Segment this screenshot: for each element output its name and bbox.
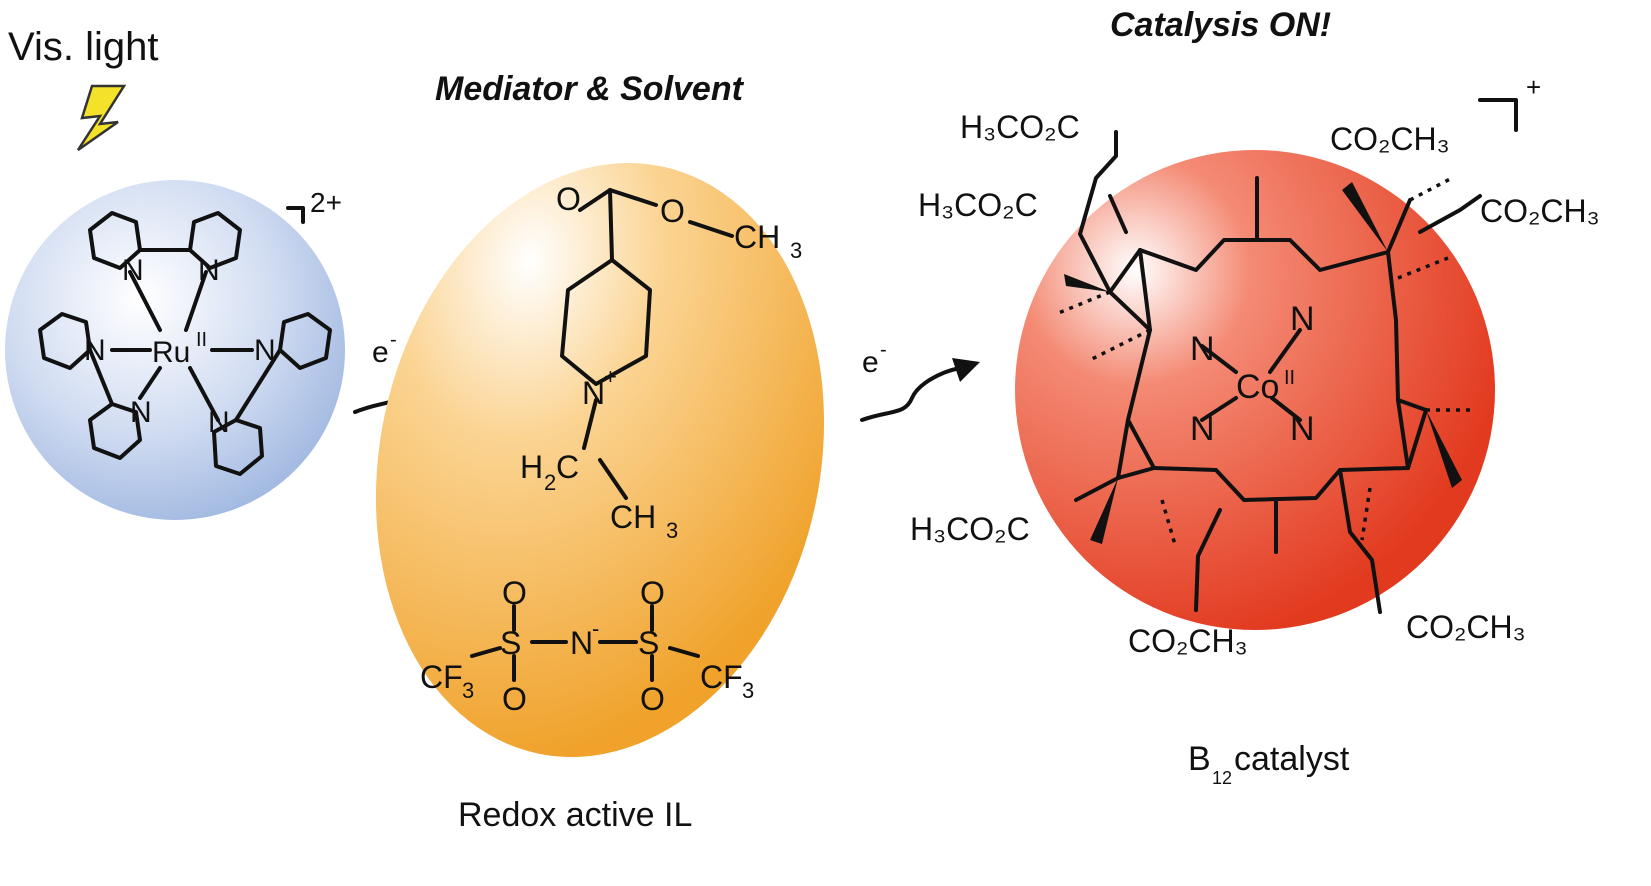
- svg-text:N: N: [130, 396, 152, 429]
- svg-text:3: 3: [742, 678, 754, 703]
- svg-text:H₃CO₂C: H₃CO₂C: [960, 109, 1080, 145]
- svg-text:O: O: [640, 681, 665, 717]
- svg-text:CH: CH: [734, 219, 780, 255]
- svg-text:O: O: [660, 193, 685, 229]
- ionic-liquid-caption: Redox active IL: [458, 796, 692, 834]
- svg-text:N: N: [122, 254, 144, 287]
- svg-text:+: +: [604, 364, 617, 389]
- ru-atom: Ru: [152, 336, 190, 369]
- catalysis-title: Catalysis ON!: [1110, 6, 1331, 44]
- svg-text:O: O: [640, 575, 665, 611]
- svg-text:O: O: [502, 575, 527, 611]
- svg-text:N: N: [1290, 300, 1315, 338]
- svg-text:CF: CF: [420, 659, 463, 695]
- vis-light-label: Vis. light: [8, 25, 158, 69]
- svg-text:N: N: [1190, 330, 1215, 368]
- svg-text:CO₂CH₃: CO₂CH₃: [1480, 193, 1600, 229]
- corrin-stereo-hashes: [1055, 176, 1474, 549]
- svg-text:N: N: [1290, 410, 1315, 448]
- svg-text:O: O: [556, 181, 581, 217]
- svg-text:H: H: [520, 449, 543, 485]
- svg-text:B: B: [1188, 740, 1211, 778]
- co-atom: Co: [1236, 368, 1279, 406]
- svg-text:N: N: [254, 334, 276, 367]
- b12-caption: B 12 catalyst: [1188, 740, 1350, 788]
- corrin-wedges: [1064, 182, 1462, 544]
- corrin-skeleton: [1074, 130, 1482, 614]
- electron-label-2: e: [862, 346, 879, 379]
- b12-sphere: [1015, 150, 1495, 630]
- svg-text:S: S: [500, 625, 521, 661]
- b12-charge-bracket: [1478, 98, 1518, 132]
- electron-transfer-arrow-2: [860, 366, 962, 422]
- charge-bracket: [286, 206, 305, 224]
- svg-text:S: S: [638, 625, 659, 661]
- svg-text:catalyst: catalyst: [1234, 740, 1350, 778]
- electron-charge-1: -: [390, 329, 397, 351]
- ntf2-anion: [470, 604, 700, 682]
- svg-text:N: N: [198, 254, 220, 287]
- svg-text:CF: CF: [700, 659, 743, 695]
- svg-text:3: 3: [790, 238, 802, 263]
- svg-text:N: N: [208, 406, 230, 439]
- svg-text:N: N: [582, 375, 605, 411]
- mediator-title: Mediator & Solvent: [435, 70, 745, 108]
- pyridinium-cation: [560, 188, 734, 500]
- arrow-head-2: [952, 358, 980, 382]
- ru-bipyridine-ligands: [38, 211, 332, 476]
- svg-text:H₃CO₂C: H₃CO₂C: [918, 187, 1038, 223]
- corrin-atom-labels: N N N N Co II: [1190, 300, 1315, 448]
- svg-text:CO₂CH₃: CO₂CH₃: [1330, 121, 1450, 157]
- lightning-bolt-icon: [76, 84, 127, 152]
- ru-charge: 2+: [310, 187, 342, 218]
- ru-atom-labels: N N N N N N Ru II: [84, 254, 276, 439]
- ru-oxidation-state: II: [196, 329, 207, 351]
- svg-text:N: N: [1190, 410, 1215, 448]
- ester-groups: H₃CO₂C H₃CO₂C H₃CO₂C CO₂CH₃ CO₂CH₃ CO₂CH…: [910, 109, 1600, 659]
- svg-text:O: O: [502, 681, 527, 717]
- co-oxidation-state: II: [1284, 367, 1295, 389]
- svg-text:CH: CH: [610, 499, 656, 535]
- anion-atom-labels: O O S S N - O O CF 3 CF 3: [420, 575, 754, 717]
- svg-text:CO₂CH₃: CO₂CH₃: [1128, 623, 1248, 659]
- electron-label-1: e: [372, 336, 389, 369]
- svg-text:CO₂CH₃: CO₂CH₃: [1406, 609, 1526, 645]
- svg-text:3: 3: [462, 678, 474, 703]
- svg-text:N: N: [570, 625, 593, 661]
- svg-text:12: 12: [1212, 768, 1232, 788]
- svg-text:2: 2: [544, 470, 556, 495]
- svg-text:N: N: [84, 334, 106, 367]
- svg-text:3: 3: [666, 518, 678, 543]
- electron-charge-2: -: [880, 339, 887, 361]
- cation-atom-labels: O O CH 3 N + H 2 C CH 3: [520, 181, 802, 543]
- svg-text:C: C: [556, 449, 579, 485]
- b12-charge: +: [1526, 72, 1541, 102]
- svg-text:H₃CO₂C: H₃CO₂C: [910, 511, 1030, 547]
- svg-text:-: -: [592, 616, 599, 641]
